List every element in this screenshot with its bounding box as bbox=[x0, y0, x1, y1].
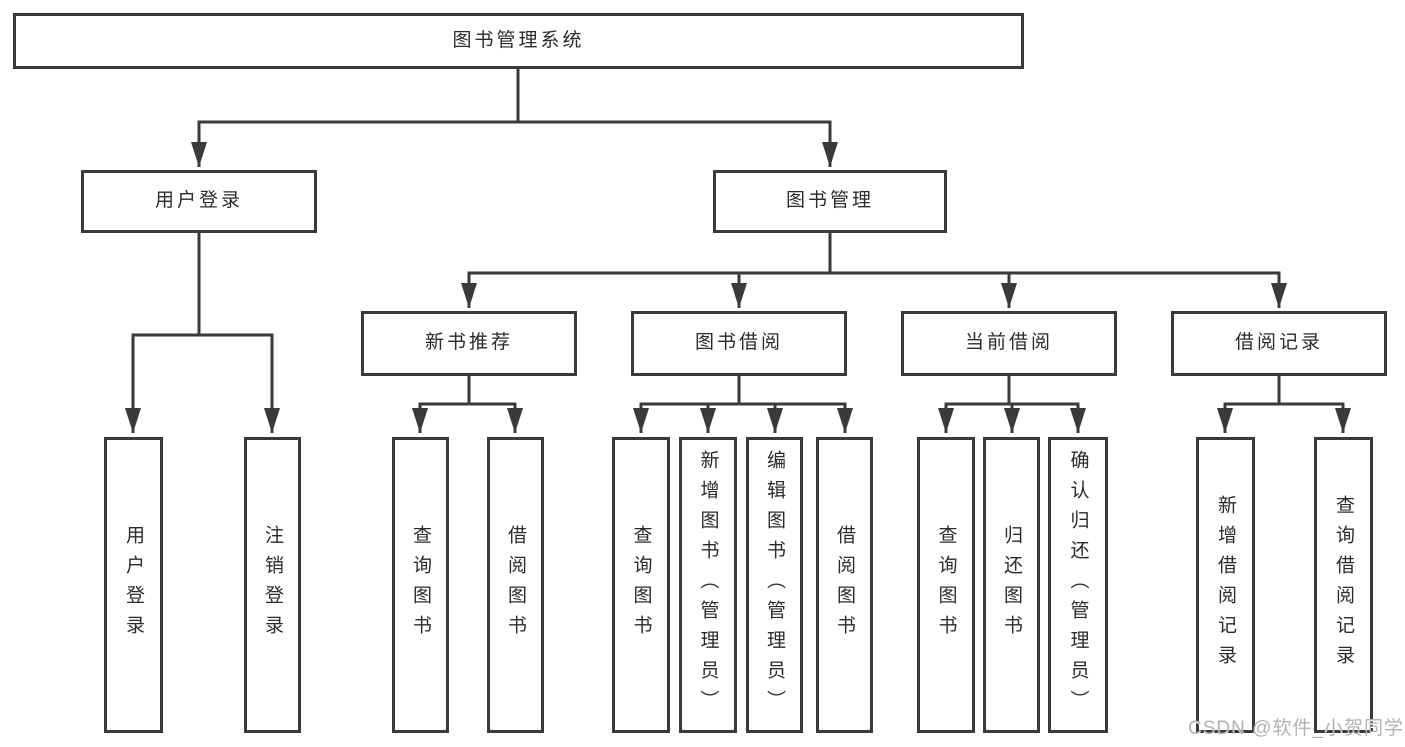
leaf-edit-book-admin: 编辑图书（管理员） bbox=[746, 437, 803, 733]
node-current-borrow: 当前借阅 bbox=[901, 311, 1117, 376]
leaf-logout: 注销登录 bbox=[244, 437, 301, 733]
leaf-query-borrow-record: 查询借阅记录 bbox=[1314, 437, 1373, 733]
node-borrow-record: 借阅记录 bbox=[1171, 311, 1387, 376]
leaf-borrow-book-recommend: 借阅图书 bbox=[487, 437, 544, 733]
leaf-borrow-book: 借阅图书 bbox=[816, 437, 873, 733]
node-book-borrow: 图书借阅 bbox=[631, 311, 847, 376]
leaf-query-book-current: 查询图书 bbox=[917, 437, 975, 733]
watermark: CSDN @软件_小贺同学 bbox=[1188, 718, 1404, 739]
leaf-add-book-admin: 新增图书（管理员） bbox=[679, 437, 737, 733]
leaf-query-book-borrow: 查询图书 bbox=[612, 437, 670, 733]
leaf-query-book-recommend: 查询图书 bbox=[392, 437, 449, 733]
leaf-return-book: 归还图书 bbox=[983, 437, 1040, 733]
leaf-confirm-return-admin: 确认归还（管理员） bbox=[1048, 437, 1108, 733]
node-user-login: 用户登录 bbox=[81, 170, 317, 233]
node-book-management: 图书管理 bbox=[713, 170, 947, 233]
leaf-add-borrow-record: 新增借阅记录 bbox=[1196, 437, 1255, 733]
node-new-book-recommend: 新书推荐 bbox=[361, 311, 577, 376]
node-library-management-system: 图书管理系统 bbox=[13, 13, 1024, 69]
leaf-user-login: 用户登录 bbox=[104, 437, 163, 733]
